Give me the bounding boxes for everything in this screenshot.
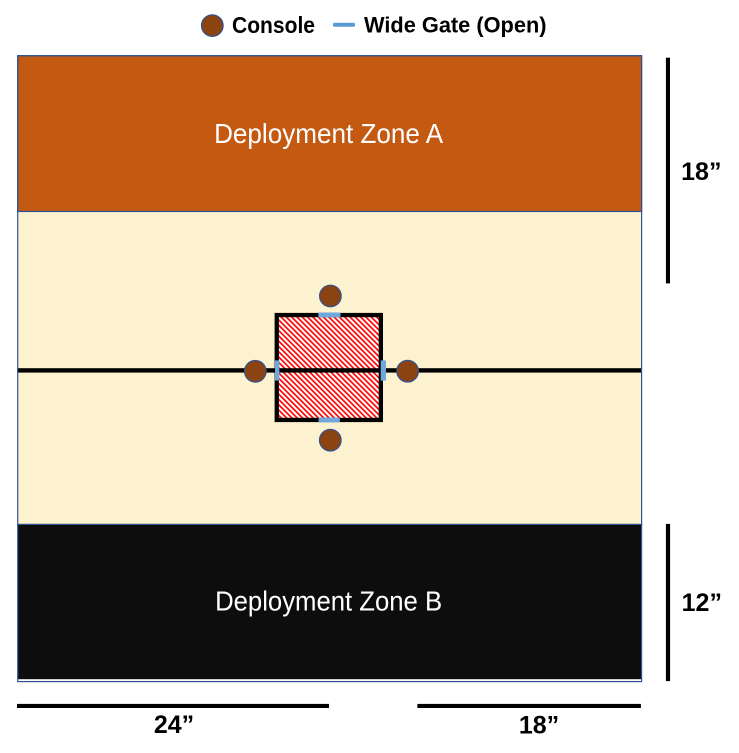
svg-text:18”: 18”	[681, 158, 721, 186]
svg-text:Deployment Zone A: Deployment Zone A	[214, 118, 443, 149]
svg-text:24”: 24”	[154, 711, 194, 739]
svg-text:18”: 18”	[519, 712, 559, 740]
svg-text:Wide Gate (Open): Wide Gate (Open)	[364, 12, 547, 37]
svg-text:Deployment Zone B: Deployment Zone B	[215, 586, 442, 617]
svg-text:Console: Console	[232, 12, 315, 38]
svg-text:12”: 12”	[682, 589, 722, 617]
